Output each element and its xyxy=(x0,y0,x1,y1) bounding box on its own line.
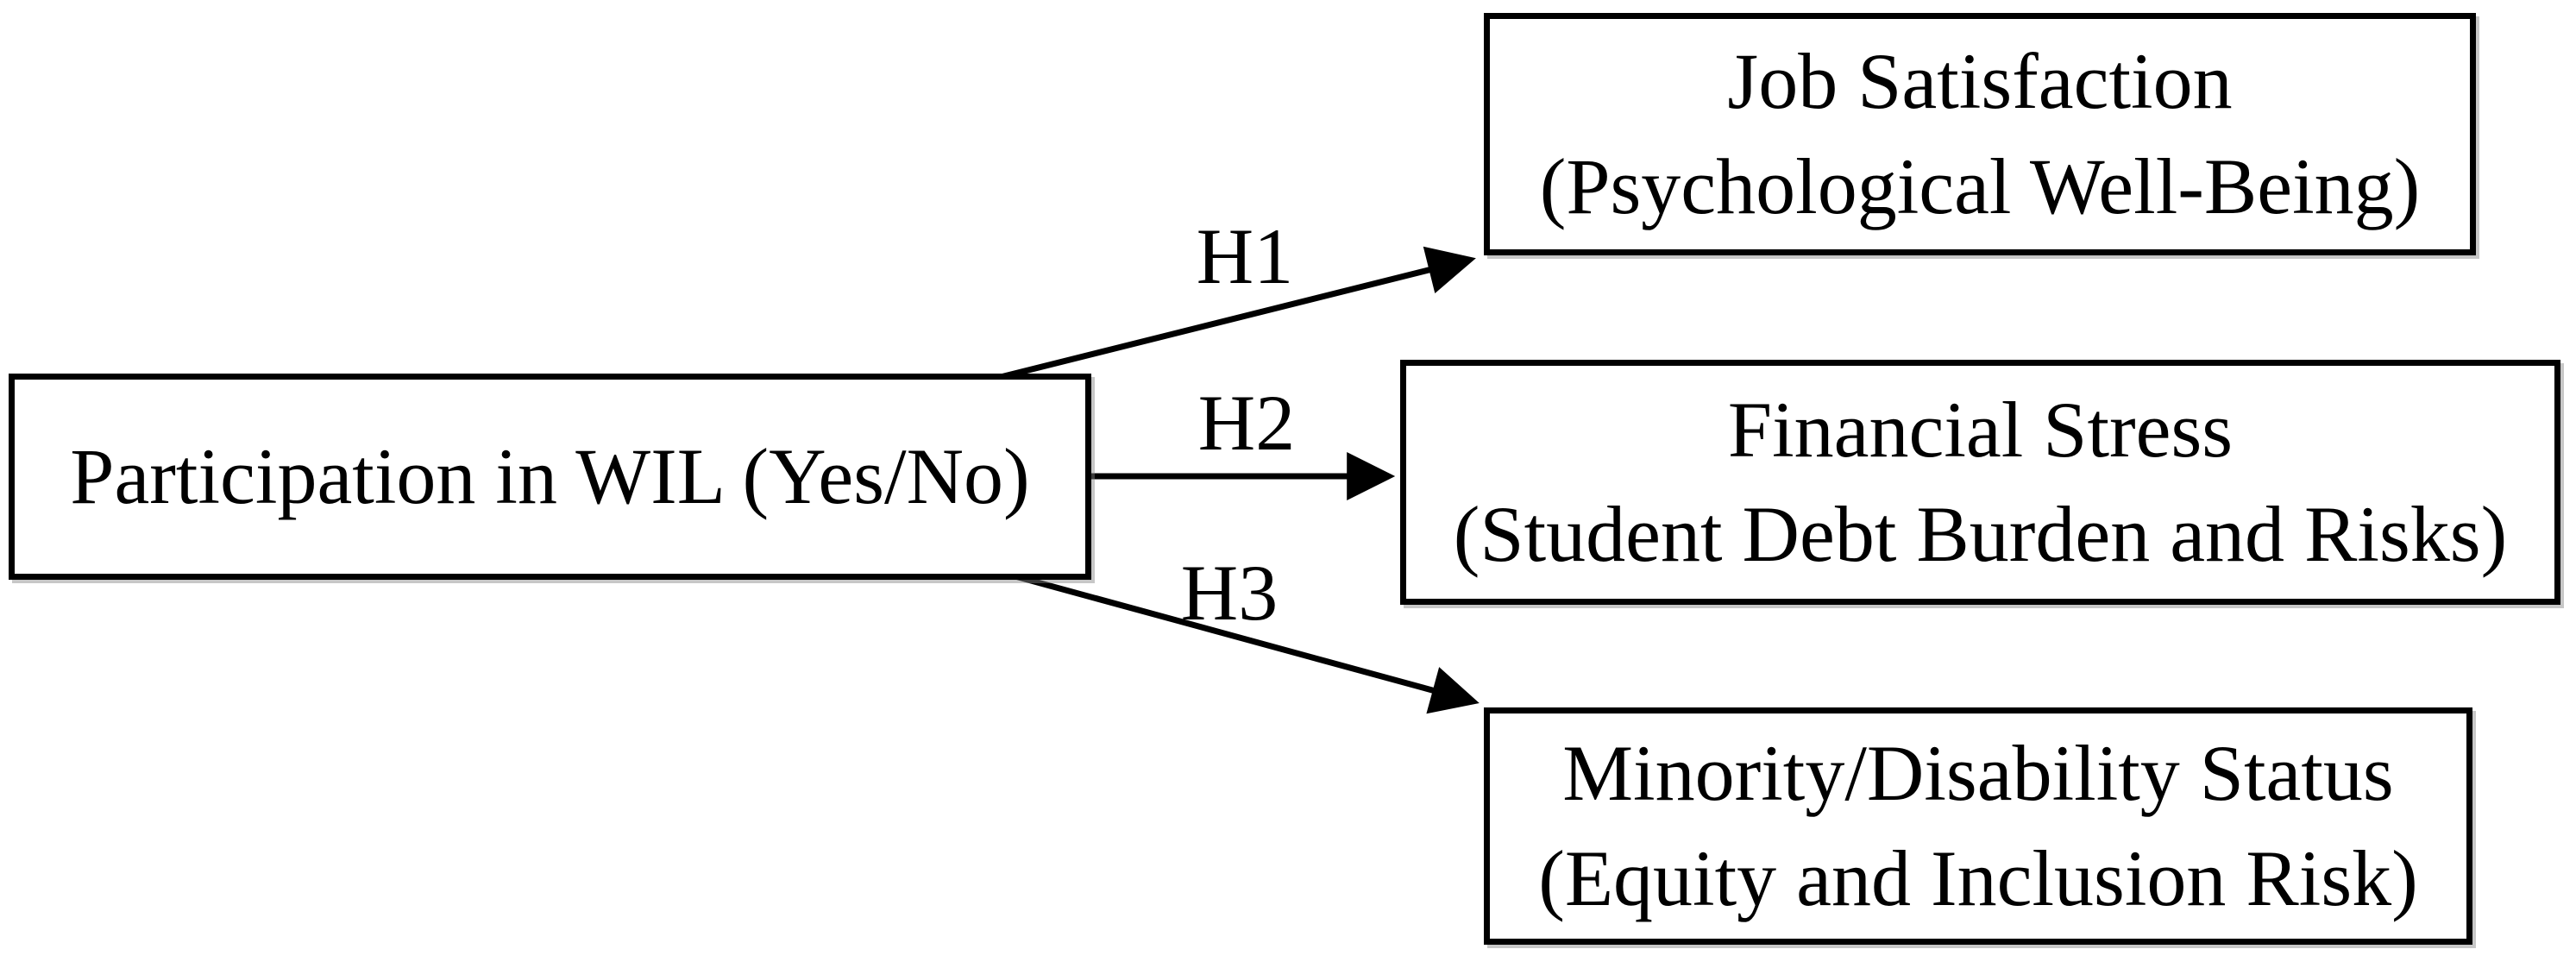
node-minority-disability-status: Minority/Disability Status (Equity and I… xyxy=(1484,707,2472,945)
node-financial-stress: Financial Stress (Student Debt Burden an… xyxy=(1400,360,2560,605)
node-job-satisfaction-title: Job Satisfaction xyxy=(1727,37,2233,126)
node-job-satisfaction: Job Satisfaction (Psychological Well-Bei… xyxy=(1484,13,2476,255)
node-minority-disability-status-title: Minority/Disability Status xyxy=(1562,729,2394,818)
node-financial-stress-subtitle: (Student Debt Burden and Risks) xyxy=(1453,490,2508,578)
node-job-satisfaction-subtitle: (Psychological Well-Being) xyxy=(1539,141,2421,230)
h3-arrow xyxy=(948,555,1480,714)
node-financial-stress-title: Financial Stress xyxy=(1727,385,2234,474)
h1-hypothesis-label: H1 xyxy=(1196,212,1294,300)
node-minority-disability-status-subtitle: (Equity and Inclusion Risk) xyxy=(1538,833,2418,922)
node-participation-wil: Participation in WIL (Yes/No) xyxy=(9,374,1091,580)
h2-hypothesis-label: H2 xyxy=(1197,379,1296,467)
h3-hypothesis-label: H3 xyxy=(1180,549,1279,637)
h1-arrow xyxy=(948,246,1476,393)
node-participation-wil-label: Participation in WIL (Yes/No) xyxy=(70,431,1030,520)
